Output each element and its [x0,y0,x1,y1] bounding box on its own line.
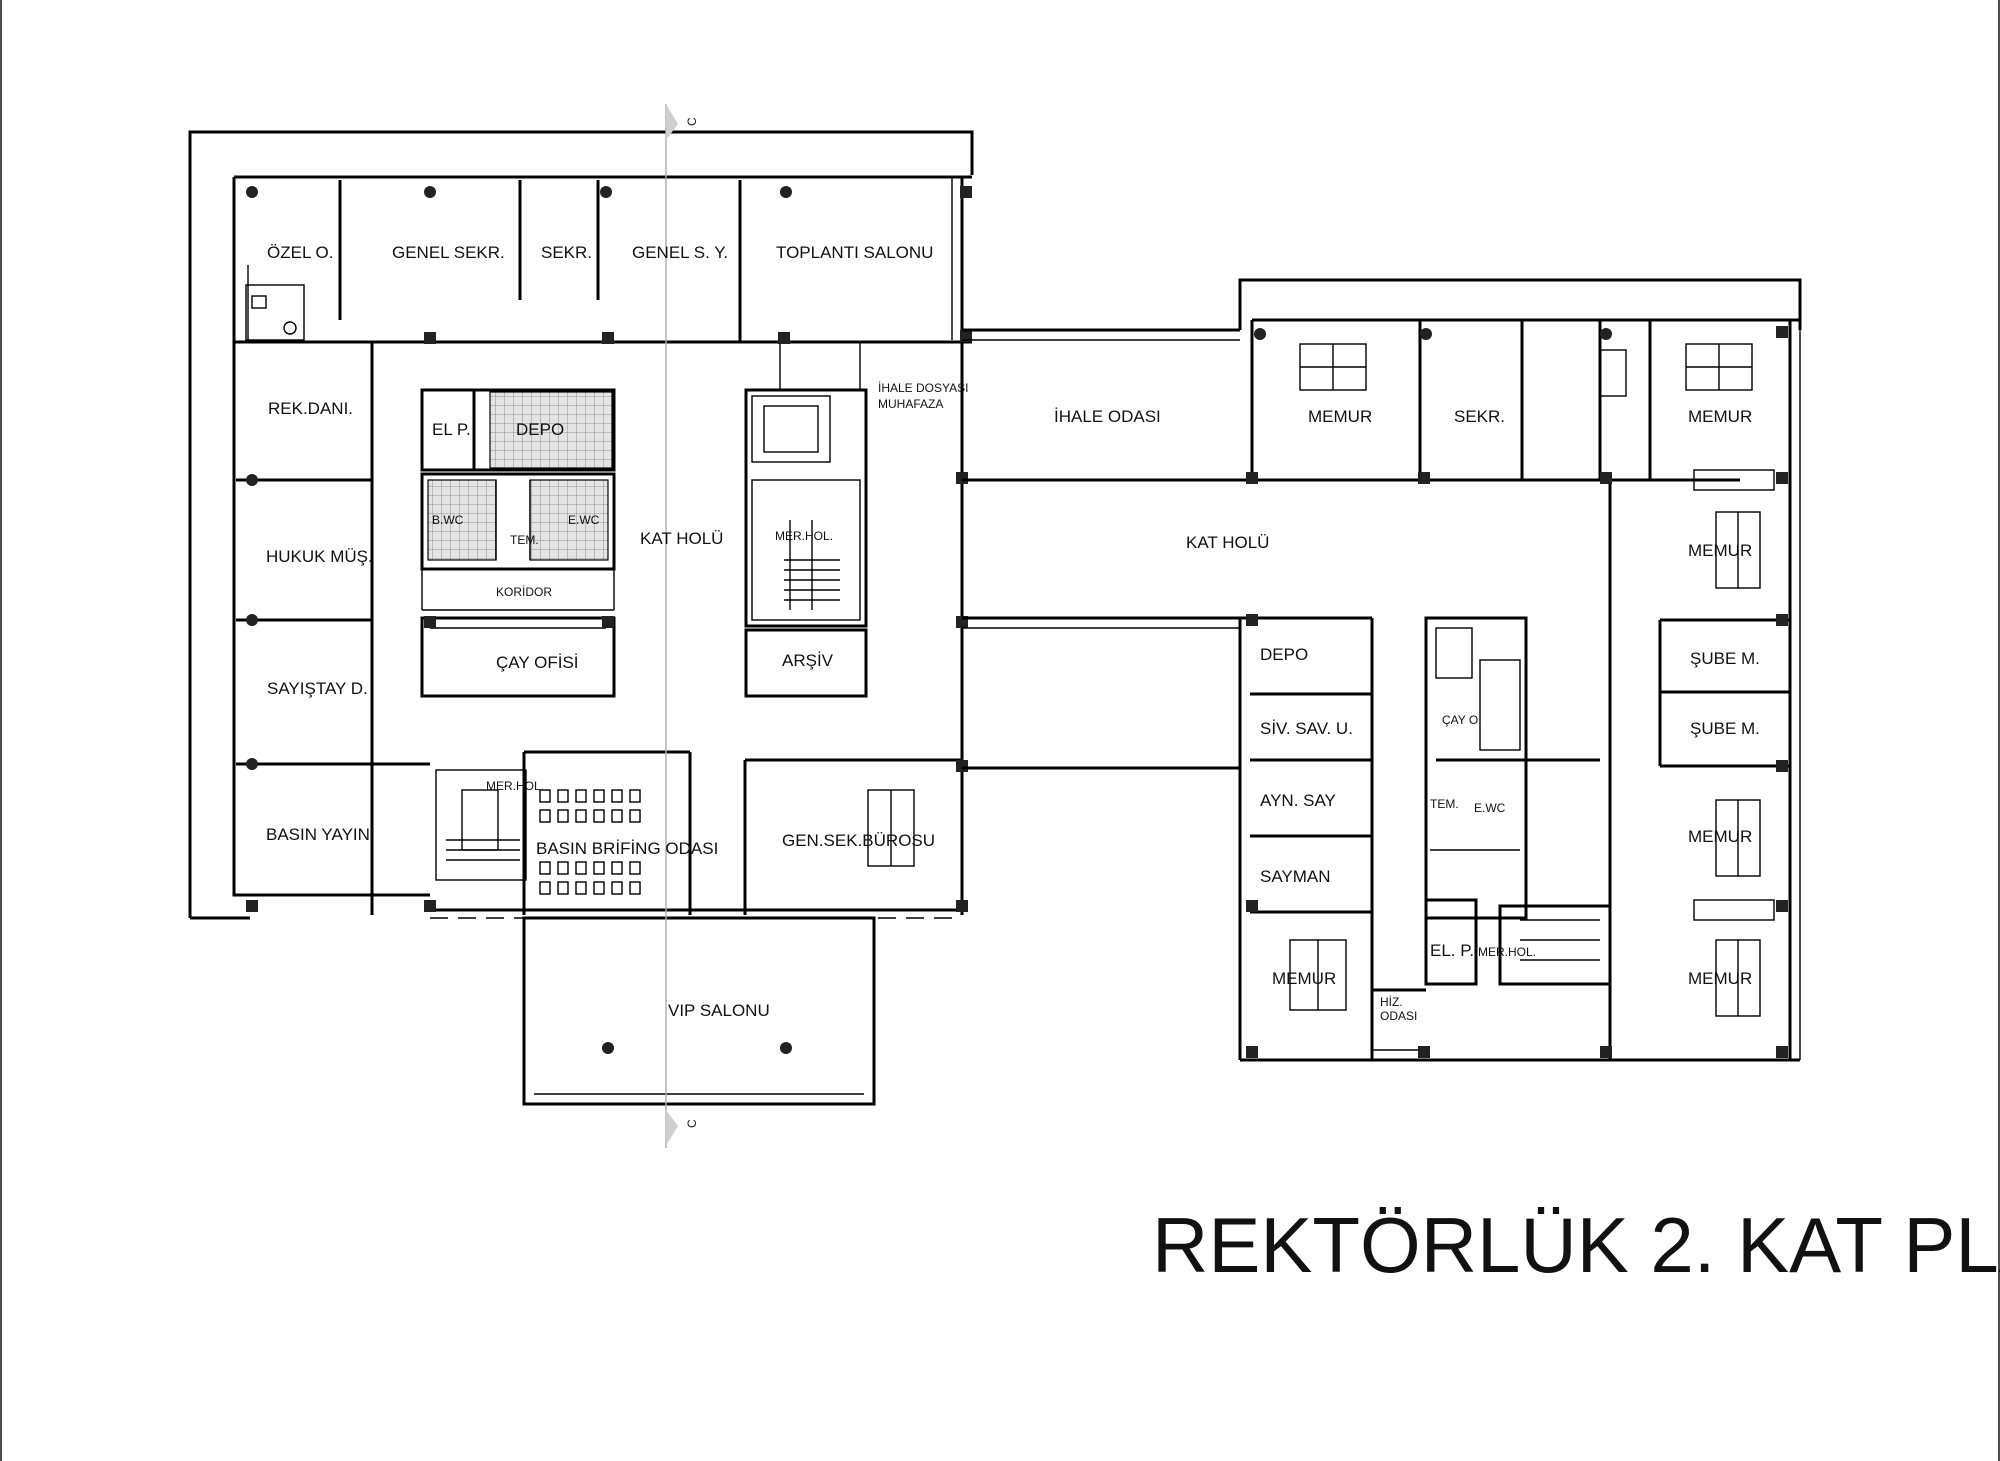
label-sayman: SAYMAN [1260,867,1331,886]
label-memur-2: MEMUR [1688,407,1752,426]
label-hukuk: HUKUK MÜŞ. [266,547,373,566]
label-el-p: EL P. [432,420,471,439]
label-ewc-east: E.WC [1474,801,1506,815]
label-memur-6: MEMUR [1272,969,1336,988]
label-arsiv: ARŞİV [782,651,834,670]
label-kat-holu-2: KAT HOLÜ [1186,533,1269,552]
label-mer-hol-east: MER.HOL. [1478,945,1536,959]
label-mer-holu: MER.HOL. [775,529,833,543]
label-genel-sy: GENEL S. Y. [632,243,728,262]
label-cay-o: ÇAY O. [1442,713,1482,727]
label-ayn-say: AYN. SAY [1260,791,1336,810]
label-sayistay: SAYIŞTAY D. [267,679,368,698]
label-sekr: SEKR. [541,243,592,262]
label-vip-salonu: VIP SALONU [668,1001,770,1020]
plan-title: REKTÖRLÜK 2. KAT PLANI +8.00 [1152,1201,2000,1289]
link-block [962,328,1240,770]
label-sube-m-1: ŞUBE M. [1690,649,1760,668]
label-memur-1: MEMUR [1308,407,1372,426]
label-muhafaza: MUHAFAZA [878,397,943,411]
label-memur-3: MEMUR [1688,541,1752,560]
label-genel-sekr: GENEL SEKR. [392,243,505,262]
label-tem: TEM. [510,533,539,547]
label-hiz: HİZ. [1380,995,1403,1009]
label-bwc: B.WC [432,513,464,527]
label-depo-east: DEPO [1260,645,1308,664]
room-labels: ÖZEL O. GENEL SEKR. SEKR. GENEL S. Y. TO… [266,117,2000,1289]
label-rek-dani: REK.DANI. [268,399,353,418]
label-siv-sav: SİV. SAV. U. [1260,719,1353,738]
label-cay-ofisi: ÇAY OFİSİ [496,653,579,672]
label-odasi: ODASI [1380,1009,1417,1023]
label-tem-east: TEM. [1430,797,1459,811]
label-ewc: E.WC [568,513,600,527]
section-marker-top: C [685,117,699,126]
label-ozel-o: ÖZEL O. [267,243,333,262]
label-memur-5: MEMUR [1688,969,1752,988]
label-toplanti: TOPLANTI SALONU [776,243,933,262]
label-basin-yayin: BASIN YAYIN [266,825,370,844]
label-ihale-dosyasi: İHALE DOSYASI [878,381,968,395]
label-depo: DEPO [516,420,564,439]
label-kat-holu: KAT HOLÜ [640,529,723,548]
label-el-p-east: EL. P. [1430,941,1474,960]
label-ihale-odasi: İHALE ODASI [1054,407,1161,426]
label-sube-m-2: ŞUBE M. [1690,719,1760,738]
label-basin-brifing: BASIN BRİFİNG ODASI [536,839,718,858]
label-sekr-east: SEKR. [1454,407,1505,426]
section-marker-bottom: C [685,1119,699,1128]
east-wing [1238,278,1802,1062]
label-mer-hol-2: MER.HOL. [486,779,544,793]
label-gen-sek-burosu: GEN.SEK.BÜROSU [782,831,935,850]
west-wing [188,104,974,1148]
label-memur-4: MEMUR [1688,827,1752,846]
label-koridor: KORİDOR [496,585,552,599]
